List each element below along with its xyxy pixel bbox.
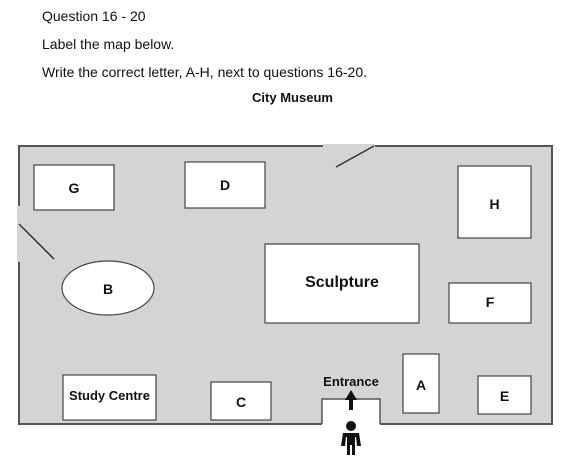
label-a: A (415, 377, 427, 393)
door-left (18, 223, 55, 260)
room-sculpture (264, 243, 420, 324)
room-f (448, 282, 532, 324)
room-h (457, 165, 532, 239)
instruction-label: Label the map below. (42, 36, 175, 52)
instruction-write: Write the correct letter, A-H, next to q… (42, 64, 368, 80)
label-study-centre: Study Centre (69, 388, 150, 403)
room-study-centre (62, 374, 157, 421)
door-top (335, 145, 375, 168)
label-entrance: Entrance (323, 374, 379, 389)
label-c: C (235, 394, 247, 410)
label-sculpture: Sculpture (305, 274, 379, 291)
room-a (402, 353, 440, 414)
room-e (477, 375, 532, 415)
up-arrow-icon (345, 390, 357, 410)
room-b (61, 260, 155, 316)
label-f: F (485, 294, 495, 310)
room-c (210, 381, 272, 421)
map-title: City Museum (252, 90, 333, 105)
label-g: G (68, 180, 80, 196)
label-e: E (499, 388, 510, 404)
room-d (184, 161, 266, 209)
label-b: B (102, 281, 114, 297)
room-g (33, 164, 115, 211)
label-h: H (489, 196, 500, 212)
label-d: D (219, 177, 231, 193)
question-title: Question 16 - 20 (42, 8, 146, 24)
person-icon (341, 421, 361, 455)
